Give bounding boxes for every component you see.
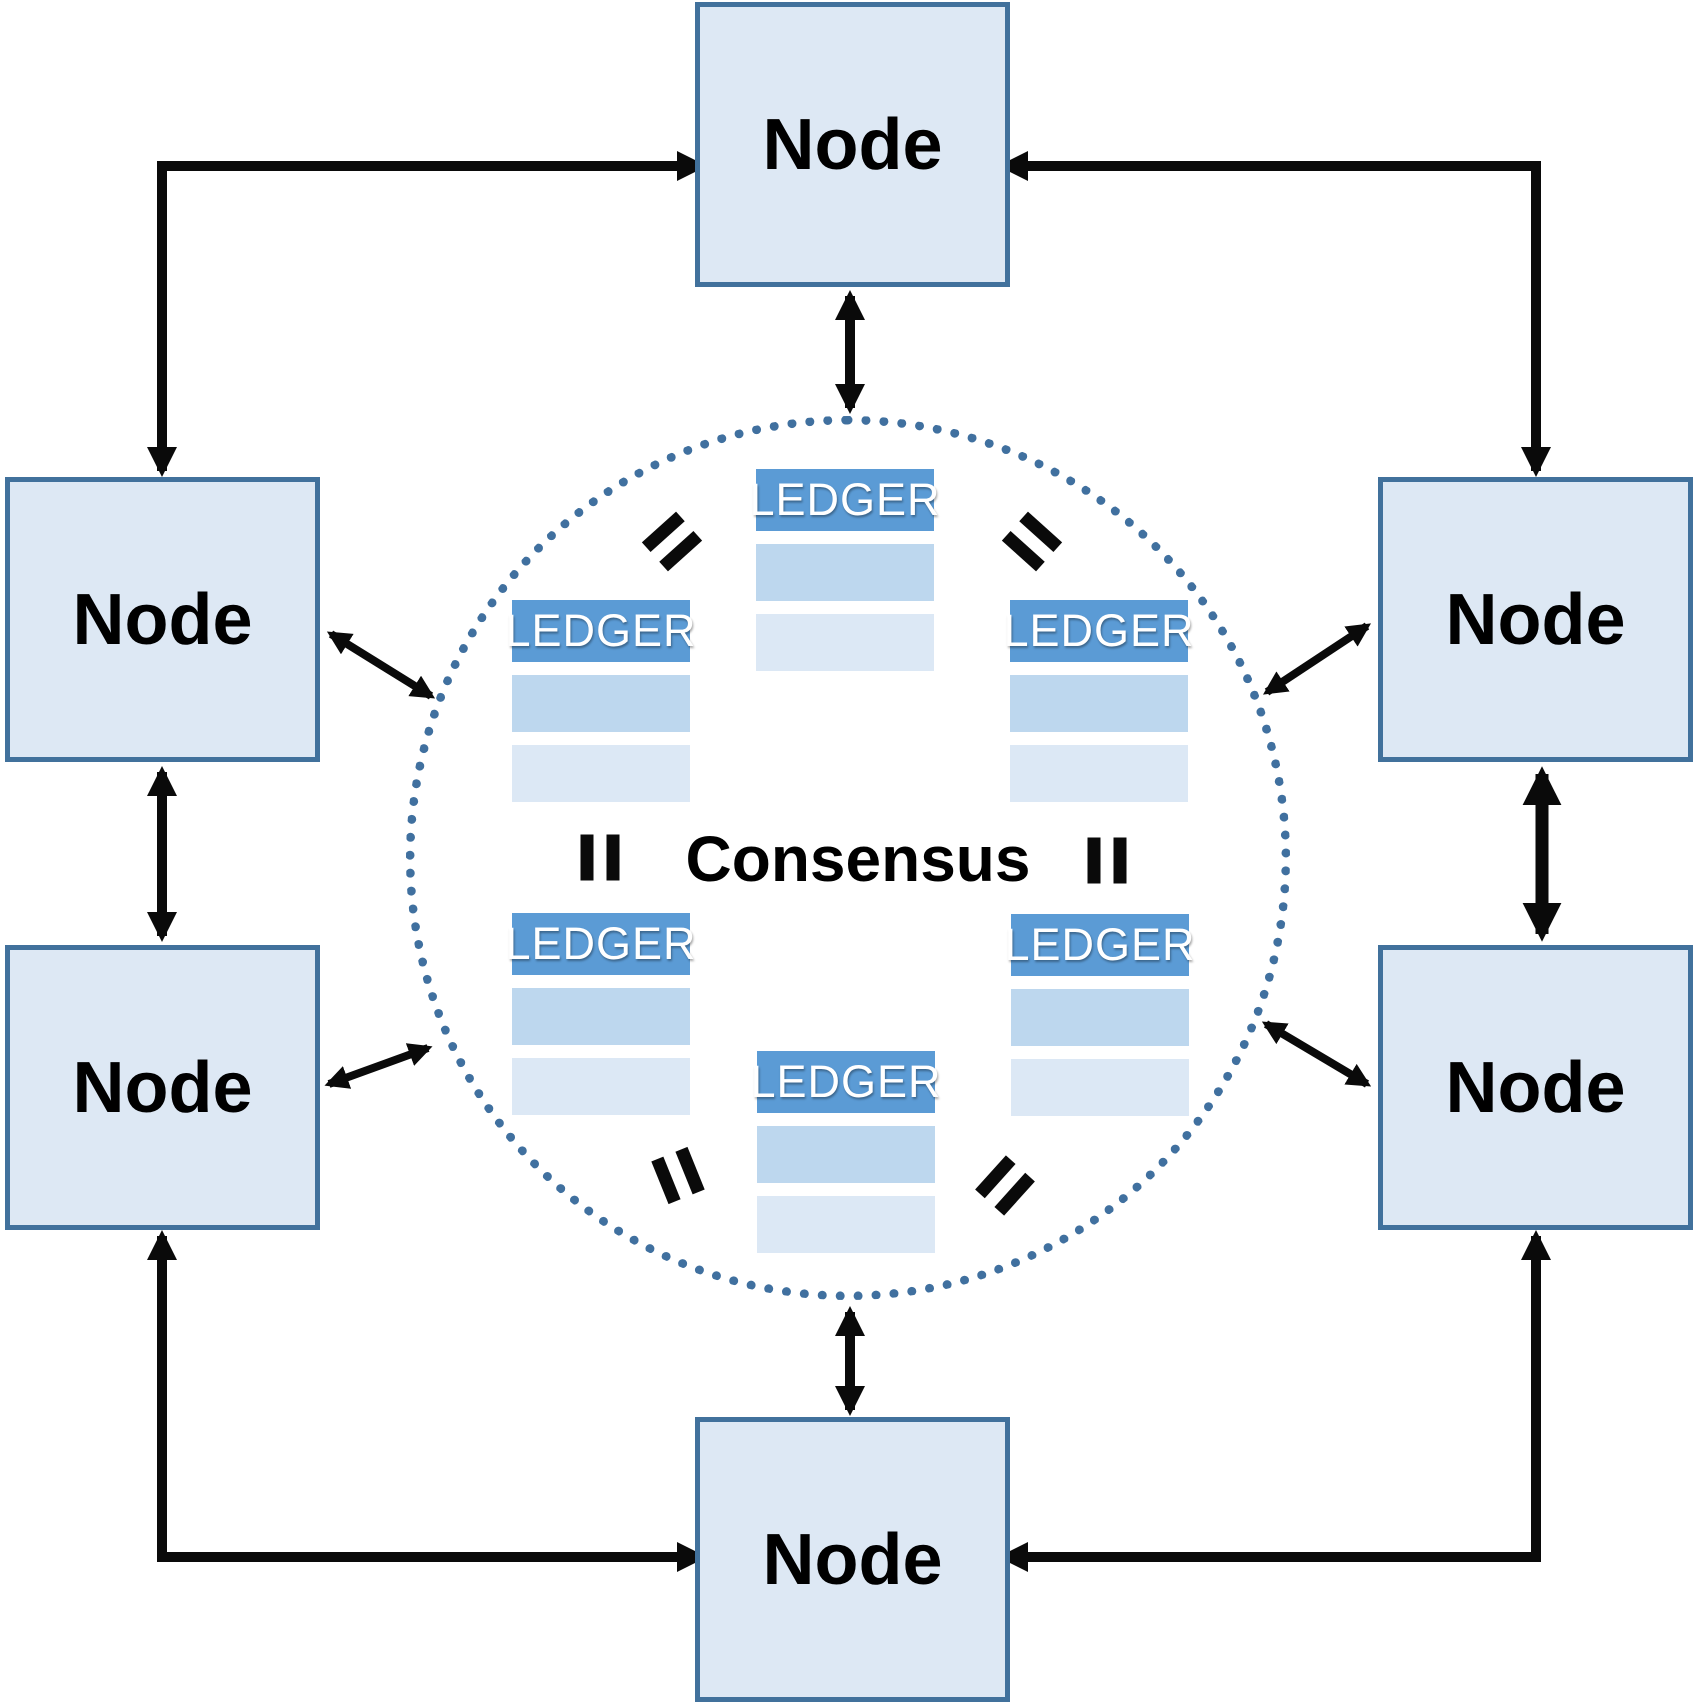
connector-top-left-L bbox=[147, 151, 707, 477]
node-label: Node bbox=[1445, 579, 1626, 660]
ledger-row bbox=[756, 614, 934, 671]
ledger-row bbox=[512, 745, 690, 802]
connector-top-right-L bbox=[998, 151, 1551, 477]
node-box-lower-right: Node bbox=[1378, 945, 1693, 1230]
connector-lower-right-node-circle bbox=[1261, 1020, 1372, 1088]
ledger-row bbox=[1011, 1059, 1189, 1116]
ledger-row bbox=[756, 544, 934, 601]
connector-bottom-left-L bbox=[147, 1230, 707, 1572]
ledger-header: LEDGER bbox=[1003, 600, 1194, 662]
ledger-top-center: LEDGER bbox=[749, 469, 940, 671]
consensus-label: Consensus bbox=[685, 823, 1031, 895]
ledger-header: LEDGER bbox=[505, 600, 696, 662]
node-label: Node bbox=[762, 1519, 943, 1600]
ledger-lower-right: LEDGER bbox=[1004, 914, 1195, 1116]
ledger-lower-left: LEDGER bbox=[505, 913, 696, 1115]
ledger-row bbox=[512, 1058, 690, 1115]
node-label: Node bbox=[72, 579, 253, 660]
consensus-circle bbox=[406, 416, 1290, 1300]
node-label: Node bbox=[72, 1047, 253, 1128]
ledger-header: LEDGER bbox=[750, 1051, 941, 1113]
node-label: Node bbox=[762, 104, 943, 185]
ledger-row bbox=[757, 1126, 935, 1183]
connector-lower-left-node-circle bbox=[324, 1043, 433, 1089]
ledger-upper-left: LEDGER bbox=[505, 600, 696, 802]
equals-icon bbox=[1087, 837, 1127, 884]
ledger-header: LEDGER bbox=[1004, 914, 1195, 976]
ledger-upper-right: LEDGER bbox=[1003, 600, 1194, 802]
node-box-upper-left: Node bbox=[5, 477, 320, 762]
ledger-row bbox=[757, 1196, 935, 1253]
node-box-lower-left: Node bbox=[5, 945, 320, 1230]
ledger-row bbox=[512, 988, 690, 1045]
connector-bottom-right-L bbox=[998, 1230, 1551, 1572]
ledger-row bbox=[1010, 675, 1188, 732]
ledger-header: LEDGER bbox=[505, 913, 696, 975]
ledger-row bbox=[1011, 989, 1189, 1046]
ledger-row bbox=[512, 675, 690, 732]
ledger-bottom-center: LEDGER bbox=[750, 1051, 941, 1253]
node-box-bottom: Node bbox=[695, 1417, 1010, 1702]
node-box-top: Node bbox=[695, 2, 1010, 287]
node-label: Node bbox=[1445, 1047, 1626, 1128]
ledger-header: LEDGER bbox=[749, 469, 940, 531]
connector-upper-left-node-circle bbox=[326, 630, 436, 700]
ledger-row bbox=[1010, 745, 1188, 802]
node-box-upper-right: Node bbox=[1378, 477, 1693, 762]
connector-upper-right-node-circle bbox=[1262, 622, 1372, 696]
equals-icon bbox=[580, 834, 620, 881]
